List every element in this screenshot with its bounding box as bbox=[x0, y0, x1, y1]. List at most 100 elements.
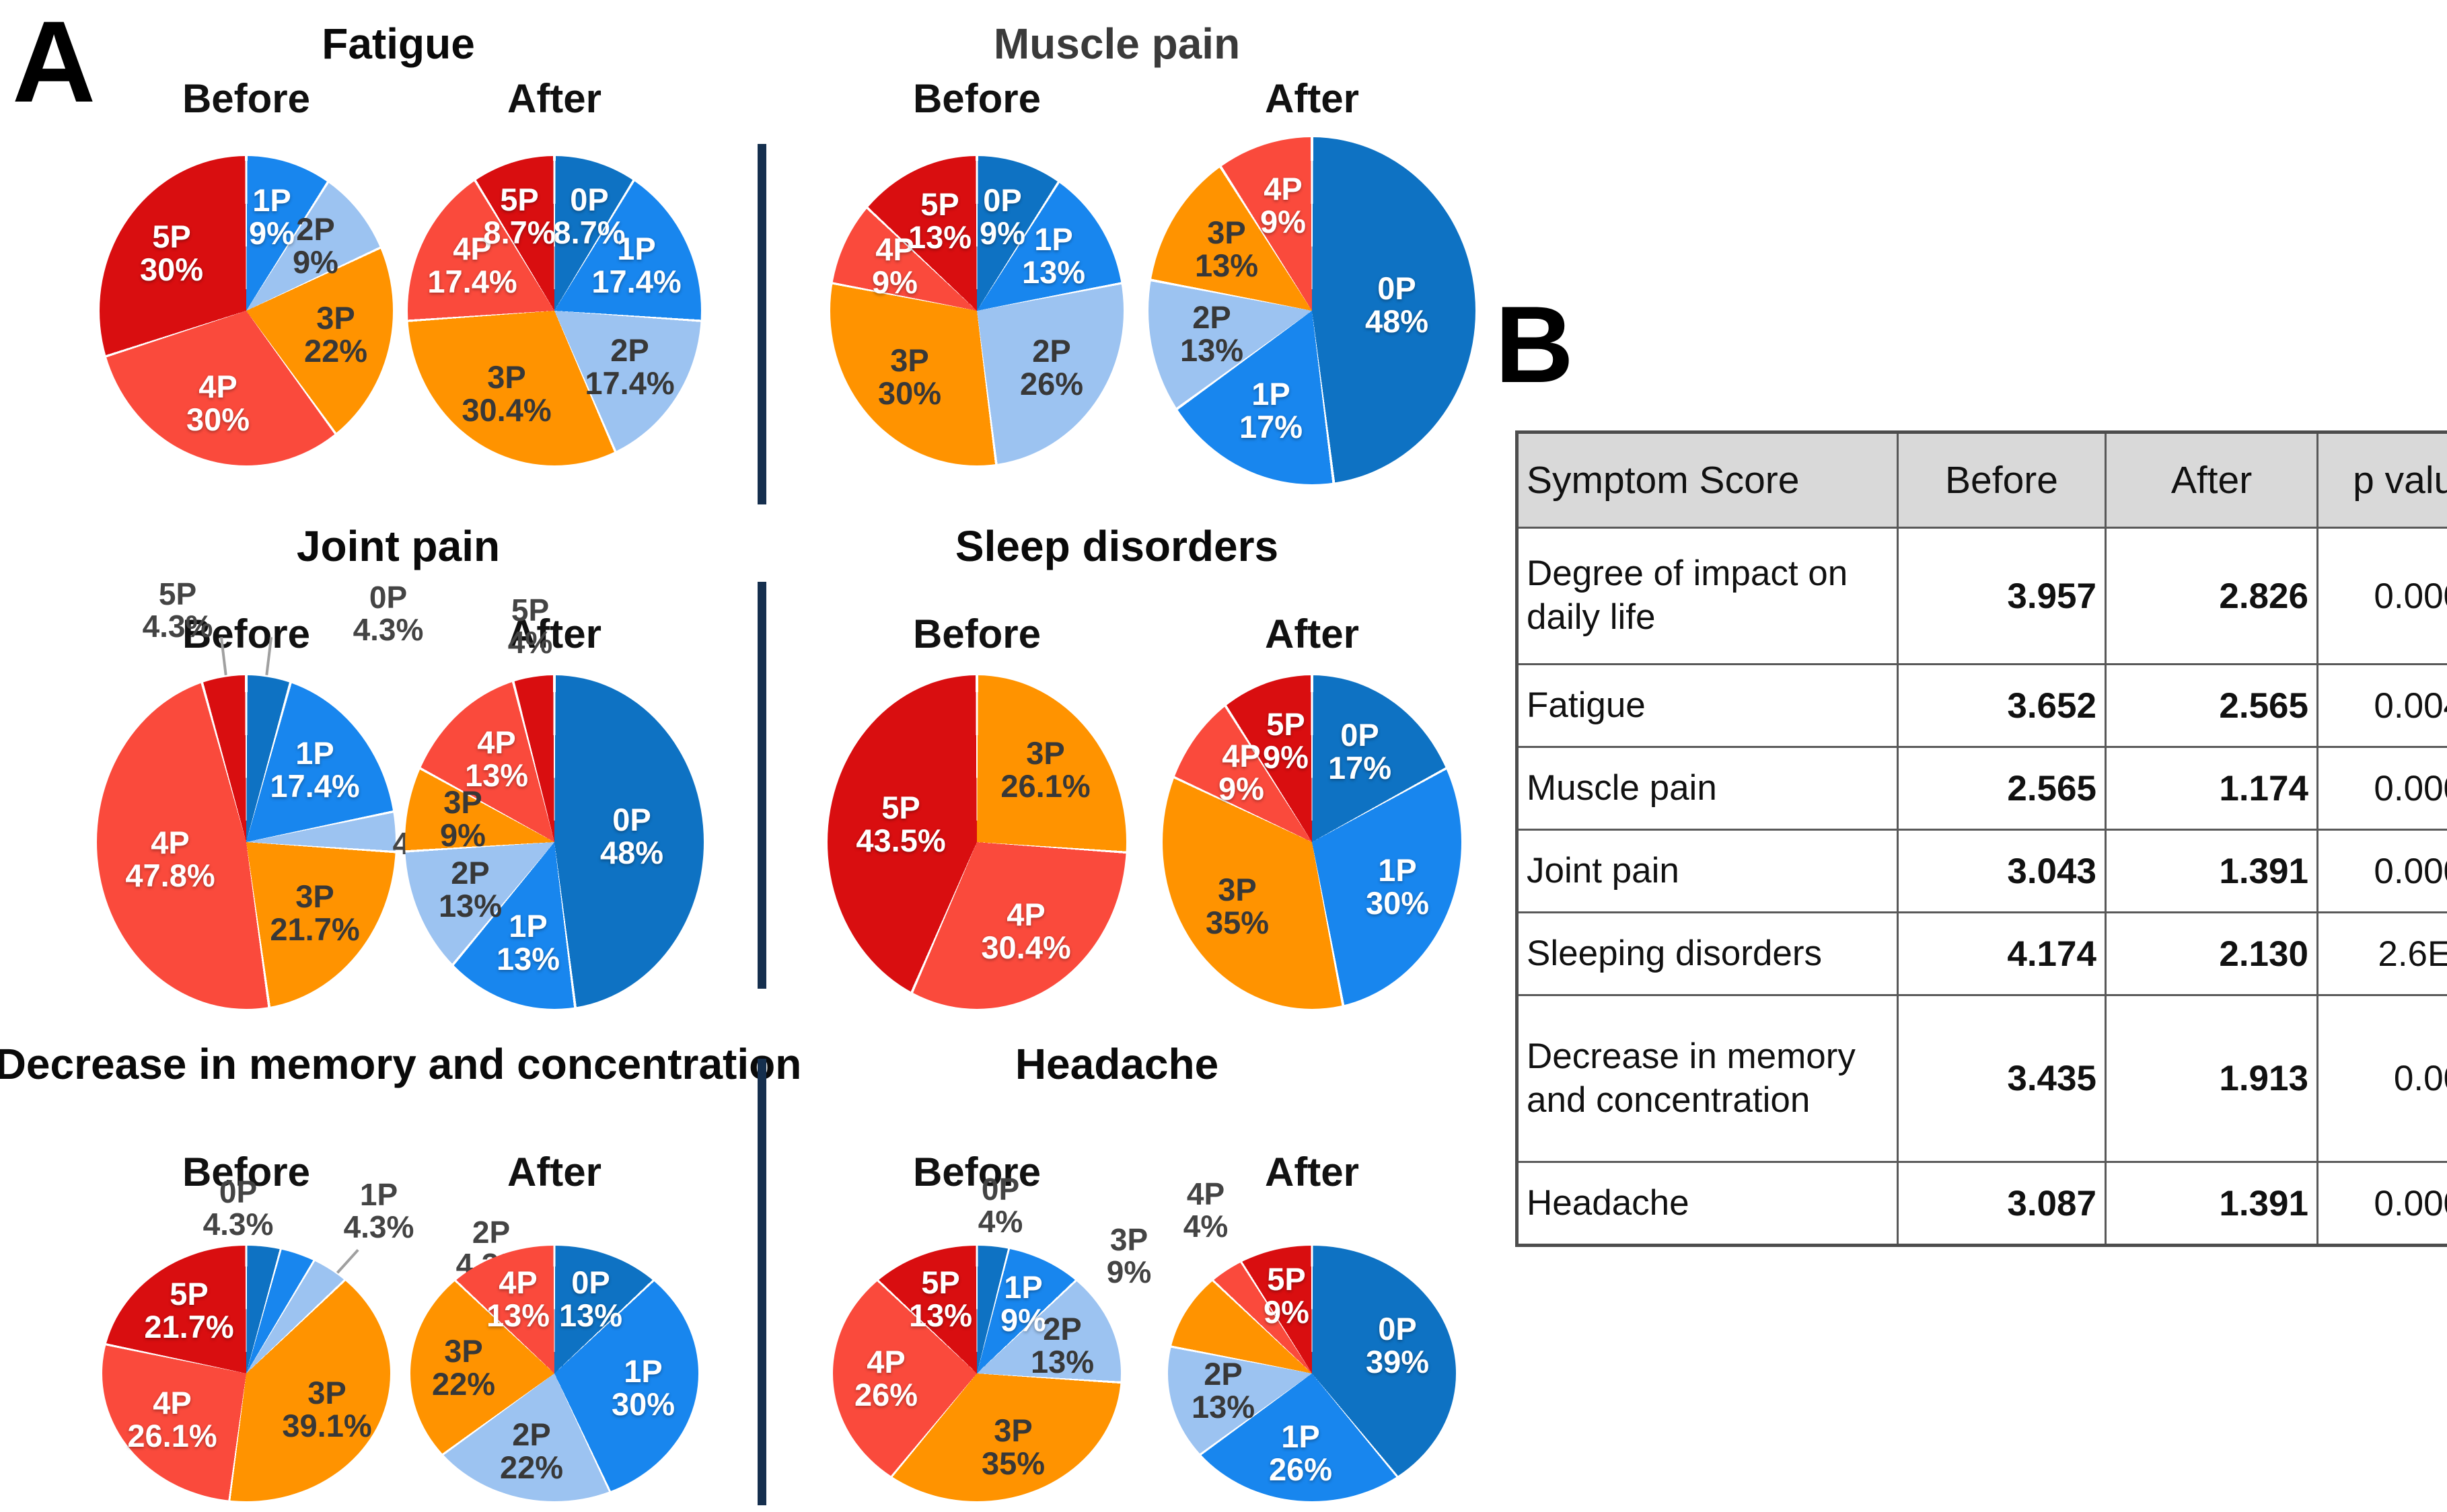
pie-header-before: Before bbox=[182, 1149, 311, 1195]
before-value-cell: 3.043 bbox=[1897, 829, 2107, 913]
pie-disc bbox=[405, 675, 704, 1009]
pie-disc bbox=[1148, 137, 1475, 484]
section-title-muscle-pain: Muscle pain bbox=[993, 20, 1241, 68]
symptom-name-cell: Degree of impact on daily life bbox=[1516, 527, 1899, 665]
before-value-cell: 3.957 bbox=[1897, 527, 2107, 665]
before-value-cell: 3.087 bbox=[1897, 1161, 2107, 1246]
p-value-cell: 2.6E-06 bbox=[2316, 911, 2447, 996]
pie-header-before: Before bbox=[912, 76, 1042, 121]
pie-disc bbox=[100, 156, 393, 465]
table-header-row: Symptom Score Before After p value bbox=[1516, 431, 2447, 529]
symptom-name-cell: Sleeping disorders bbox=[1516, 911, 1899, 996]
p-value-cell: 0.00016 bbox=[2316, 1161, 2447, 1246]
after-value-cell: 2.565 bbox=[2105, 663, 2318, 748]
pie-header-before: Before bbox=[182, 611, 311, 656]
symptom-name-cell: Fatigue bbox=[1516, 663, 1899, 748]
pie-disc bbox=[830, 156, 1124, 465]
pie-disc bbox=[410, 1246, 698, 1501]
pie-disc bbox=[1163, 675, 1461, 1009]
vertical-divider-1 bbox=[758, 144, 766, 504]
after-value-cell: 2.130 bbox=[2105, 911, 2318, 996]
section-title-headache: Headache bbox=[1015, 1040, 1219, 1088]
pie-header-after: After bbox=[1264, 1149, 1360, 1195]
symptom-name-cell: Muscle pain bbox=[1516, 746, 1899, 831]
symptom-name-cell: Decrease in memory and concentration bbox=[1516, 994, 1899, 1163]
before-value-cell: 2.565 bbox=[1897, 746, 2107, 831]
pie-disc bbox=[1168, 1246, 1456, 1501]
pie-disc bbox=[102, 1246, 390, 1501]
column-header-after: After bbox=[2105, 431, 2318, 529]
section-title-fatigue: Fatigue bbox=[322, 20, 475, 68]
after-value-cell: 1.913 bbox=[2105, 994, 2318, 1163]
pie-header-after: After bbox=[507, 611, 602, 656]
pie-header-after: After bbox=[507, 76, 602, 121]
leader-line-0P bbox=[265, 637, 273, 676]
column-header-before: Before bbox=[1897, 431, 2107, 529]
pie-header-after: After bbox=[507, 1149, 602, 1195]
pie-header-before: Before bbox=[182, 76, 311, 121]
column-header-symptom-score: Symptom Score bbox=[1516, 431, 1899, 529]
vertical-divider-3 bbox=[758, 1059, 766, 1505]
section-title-sleep-disorders: Sleep disorders bbox=[955, 522, 1279, 570]
symptom-score-table: Symptom Score Before After p value Degre… bbox=[1515, 430, 2447, 1247]
p-value-cell: 0.00467 bbox=[2316, 663, 2447, 748]
pie-header-after: After bbox=[1264, 611, 1360, 656]
p-value-cell: 0.00088 bbox=[2316, 527, 2447, 665]
after-value-cell: 1.174 bbox=[2105, 746, 2318, 831]
symptom-name-cell: Joint pain bbox=[1516, 829, 1899, 913]
